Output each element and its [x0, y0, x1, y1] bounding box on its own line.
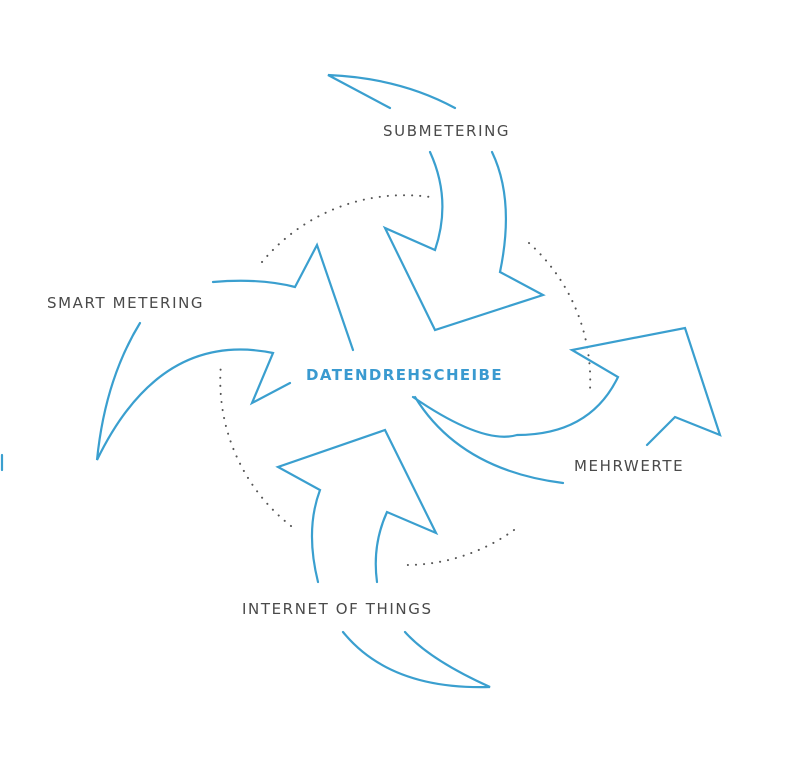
- mehrwerte-arrow: [411, 326, 722, 485]
- center-label: DATENDREHSCHEIBE: [306, 366, 504, 384]
- dotted-circle: [219, 194, 592, 567]
- label-mehrwerte: MEHRWERTE: [574, 457, 685, 475]
- submetering-arrow: [327, 73, 546, 332]
- internet-of-things-arrow: [275, 428, 491, 689]
- label-internet-of-things: INTERNET OF THINGS: [242, 600, 433, 618]
- label-submetering: SUBMETERING: [383, 122, 511, 140]
- smart-metering-arrow: [95, 242, 355, 461]
- label-smart-metering: SMART METERING: [47, 294, 205, 312]
